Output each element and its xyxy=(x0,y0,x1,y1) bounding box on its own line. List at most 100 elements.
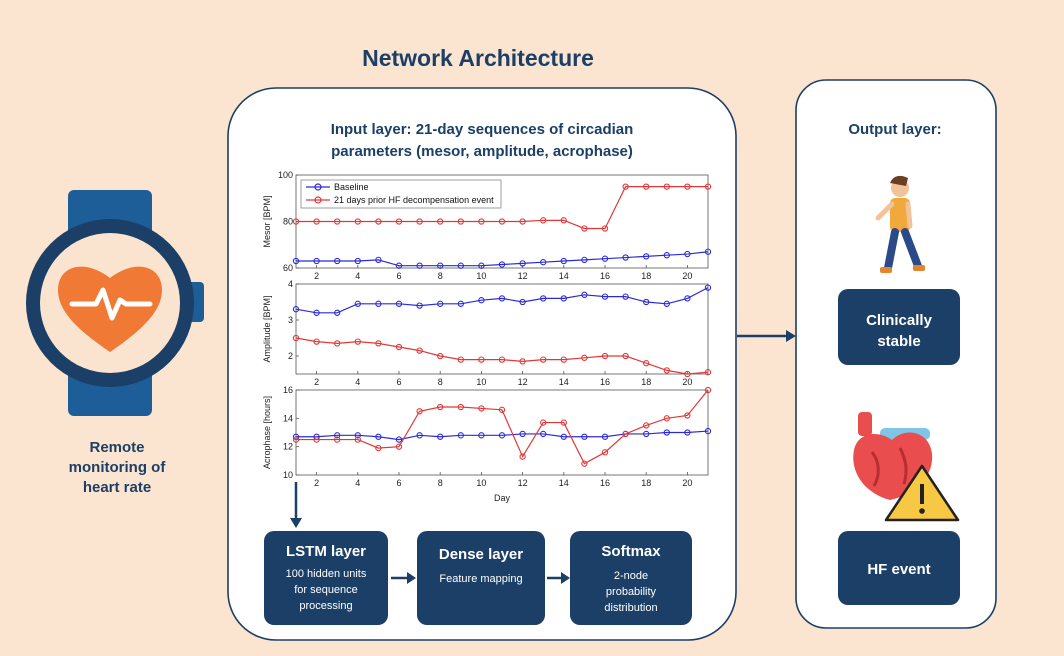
data-point-hf xyxy=(334,340,341,347)
x-tick-label: 20 xyxy=(682,271,692,281)
data-point-hf xyxy=(704,369,712,376)
data-point-hf xyxy=(375,444,382,452)
data-point-hf xyxy=(663,415,670,422)
x-tick-label: 8 xyxy=(438,478,443,488)
data-point-baseline xyxy=(375,256,382,264)
y-tick-label: 12 xyxy=(283,442,293,452)
heart-warning-icon xyxy=(853,412,960,522)
data-point-baseline xyxy=(395,300,403,307)
data-point-hf xyxy=(375,340,382,347)
data-point-hf xyxy=(663,183,670,190)
smartwatch-icon xyxy=(26,190,204,416)
x-tick-label: 10 xyxy=(476,271,486,281)
legend-baseline-label: Baseline xyxy=(334,182,369,192)
x-tick-label: 6 xyxy=(396,271,401,281)
series-line-baseline xyxy=(295,287,709,314)
data-point-baseline xyxy=(663,252,670,259)
data-point-baseline xyxy=(498,261,506,268)
data-point-hf xyxy=(313,218,320,225)
data-point-baseline xyxy=(416,302,423,309)
data-point-hf xyxy=(292,334,300,342)
x-tick-label: 6 xyxy=(396,478,401,488)
input-layer-title-line-2: parameters (mesor, amplitude, acrophase) xyxy=(331,143,633,160)
series-line-hf xyxy=(296,186,708,230)
data-point-hf xyxy=(457,218,464,225)
y-axis-label: Mesor [BPM] xyxy=(262,195,272,247)
softmax-sub-2: probability xyxy=(606,586,657,598)
data-point-hf xyxy=(601,449,609,456)
data-point-hf xyxy=(643,360,650,367)
data-point-baseline xyxy=(581,256,588,264)
data-point-baseline xyxy=(704,248,712,255)
x-tick-label: 14 xyxy=(559,377,569,387)
x-tick-label: 10 xyxy=(476,377,486,387)
data-point-baseline xyxy=(292,306,300,313)
data-point-baseline xyxy=(663,429,670,436)
x-tick-label: 14 xyxy=(559,478,569,488)
x-tick-label: 2 xyxy=(314,271,319,281)
x-tick-label: 16 xyxy=(600,478,610,488)
y-axis-label: Acrophase [hours] xyxy=(262,396,272,469)
lstm-layer-box: LSTM layer 100 hidden units for sequence… xyxy=(264,531,388,625)
data-point-hf xyxy=(334,436,341,443)
walking-person-icon xyxy=(875,175,925,273)
data-point-hf xyxy=(416,218,423,225)
dense-layer-title: Dense layer xyxy=(439,546,523,563)
series-line-baseline xyxy=(296,430,709,441)
x-tick-label: 4 xyxy=(355,377,360,387)
softmax-sub-3: distribution xyxy=(604,602,657,614)
lstm-layer-sub-1: 100 hidden units xyxy=(286,568,367,580)
data-point-hf xyxy=(519,218,526,225)
series-line-baseline xyxy=(296,251,709,267)
data-point-hf xyxy=(540,217,547,224)
data-point-hf xyxy=(437,352,444,360)
data-point-baseline xyxy=(334,257,341,265)
x-axis-label: Day xyxy=(494,493,511,503)
x-tick-label: 2 xyxy=(314,377,319,387)
data-point-baseline xyxy=(684,429,691,436)
legend-hf-label: 21 days prior HF decompensation event xyxy=(334,195,494,205)
data-point-baseline xyxy=(601,293,609,300)
x-tick-label: 12 xyxy=(518,478,528,488)
lstm-layer-sub-2: for sequence xyxy=(294,584,358,596)
y-axis-label: Amplitude [BPM] xyxy=(262,295,272,362)
y-tick-label: 2 xyxy=(288,351,293,361)
y-tick-label: 16 xyxy=(283,385,293,395)
x-tick-label: 8 xyxy=(438,271,443,281)
clinically-stable-line-2: stable xyxy=(877,333,920,350)
data-point-baseline xyxy=(313,309,320,316)
data-point-hf xyxy=(498,406,506,413)
data-point-hf xyxy=(560,217,567,224)
data-point-hf xyxy=(601,225,609,232)
series-line-hf xyxy=(296,389,709,465)
data-point-baseline xyxy=(354,432,361,439)
x-tick-label: 18 xyxy=(641,377,651,387)
data-point-baseline xyxy=(622,293,629,300)
caption-line-2: monitoring of xyxy=(69,459,167,476)
data-point-hf xyxy=(313,436,320,443)
data-point-baseline xyxy=(643,253,650,260)
hf-event-box: HF event xyxy=(838,531,960,605)
data-point-baseline xyxy=(601,255,609,262)
x-tick-label: 4 xyxy=(355,271,360,281)
data-point-baseline xyxy=(519,260,526,267)
x-tick-label: 18 xyxy=(641,271,651,281)
data-point-baseline xyxy=(684,295,691,302)
data-point-baseline xyxy=(601,433,609,440)
x-tick-label: 16 xyxy=(600,377,610,387)
data-point-hf xyxy=(622,430,629,438)
data-point-hf xyxy=(704,183,712,190)
data-point-baseline xyxy=(478,262,485,269)
y-tick-label: 80 xyxy=(283,217,293,227)
x-tick-label: 14 xyxy=(559,271,569,281)
lstm-layer-sub-3: processing xyxy=(299,600,352,612)
data-point-baseline xyxy=(292,257,300,265)
data-point-hf xyxy=(375,218,382,225)
data-point-hf xyxy=(478,405,485,412)
data-point-hf xyxy=(684,183,691,190)
data-point-baseline xyxy=(478,432,485,439)
data-point-hf xyxy=(395,443,403,450)
data-point-baseline xyxy=(498,432,506,439)
